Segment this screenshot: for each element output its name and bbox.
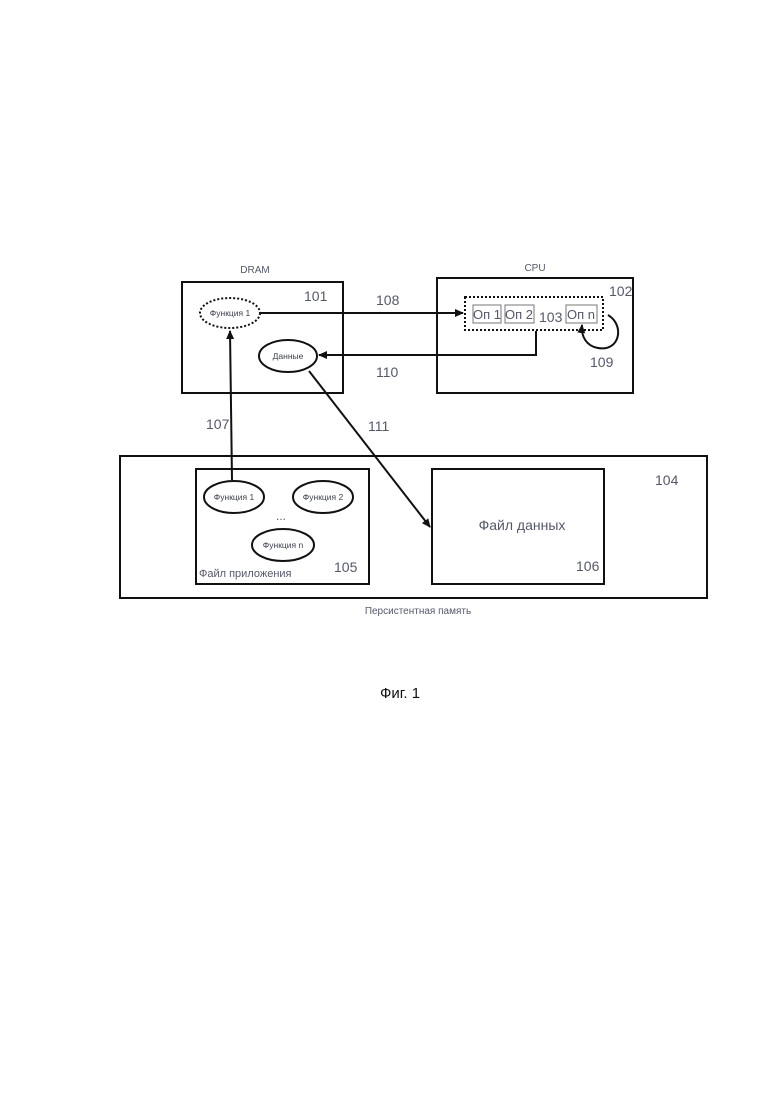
app-file-label: Файл приложения: [199, 568, 292, 580]
app-function-2-label: Функция 2: [303, 492, 344, 502]
data-file-label: Файл данных: [479, 517, 566, 533]
arrow-111-label: 111: [368, 418, 389, 434]
arrow-107: [230, 331, 232, 480]
cpu-op-n-label: Оп n: [567, 307, 595, 322]
cpu-op-1-label: Оп 1: [473, 307, 501, 322]
data-file-ref: 106: [576, 558, 600, 574]
arrow-108-label: 108: [376, 292, 400, 308]
dram-function-label: Функция 1: [210, 308, 251, 318]
app-file-ref: 105: [334, 559, 358, 575]
app-function-n-label: Функция n: [263, 540, 304, 550]
arrow-110-label: 110: [376, 364, 399, 380]
app-functions-ellipsis: ...: [276, 509, 286, 523]
arrow-107-label: 107: [206, 416, 230, 432]
arrow-110: [319, 331, 536, 355]
persistent-memory-title: Персистентная память: [365, 606, 471, 617]
persistent-memory-ref: 104: [655, 472, 679, 488]
cpu-queue-ref: 103: [539, 309, 563, 325]
app-function-1-label: Функция 1: [214, 492, 255, 502]
dram-data-label: Данные: [273, 351, 304, 361]
dram-ref: 101: [304, 288, 328, 304]
cpu-ref: 102: [609, 283, 633, 299]
dram-title: DRAM: [240, 265, 269, 276]
arrow-109-label: 109: [590, 354, 614, 370]
cpu-title: CPU: [524, 263, 545, 274]
cpu-op-2-label: Оп 2: [505, 307, 533, 322]
figure-caption: Фиг. 1: [0, 685, 780, 702]
